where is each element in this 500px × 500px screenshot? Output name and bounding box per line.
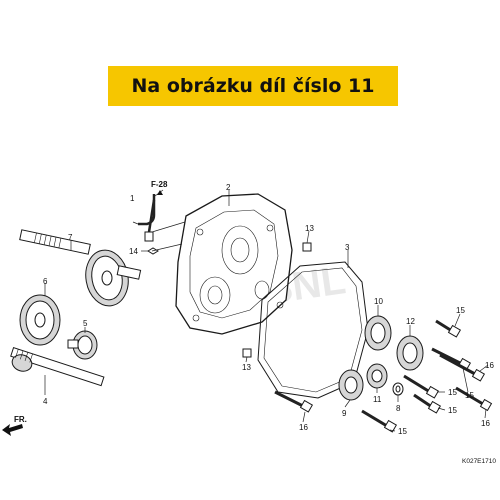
bolt-16-left xyxy=(274,390,314,413)
callout-2: 2 xyxy=(226,183,231,192)
callout-3: 3 xyxy=(345,243,350,252)
reference-code: F-28 xyxy=(151,180,168,189)
callout-15-lower: 15 xyxy=(448,388,457,397)
callout-4: 4 xyxy=(43,397,48,406)
part-9-bearing xyxy=(338,369,364,401)
bolt-16-far-right xyxy=(455,386,493,412)
reference-arrow-icon xyxy=(157,190,163,195)
callout-8: 8 xyxy=(396,404,401,413)
front-direction-label: FR. xyxy=(14,415,27,424)
callout-15-bottom: 15 xyxy=(398,427,407,436)
part-7-drive-shaft xyxy=(19,229,142,307)
callout-7: 7 xyxy=(68,233,73,242)
diagram-code: K027E1710 xyxy=(462,458,496,465)
part-number-banner: Na obrázku díl číslo 11 xyxy=(108,66,398,106)
part-8-washer xyxy=(392,382,404,396)
callout-11: 11 xyxy=(373,395,382,404)
callout-10: 10 xyxy=(374,297,383,306)
bolt-16-right xyxy=(439,353,486,382)
bolt-15-bottom xyxy=(361,409,398,433)
leader-lines xyxy=(44,189,489,432)
callout-16-left: 16 xyxy=(299,423,308,432)
callout-15-bottom-right: 15 xyxy=(448,406,457,415)
callout-16-far-right: 16 xyxy=(481,419,490,428)
part-13-dowel-lower xyxy=(242,348,252,358)
part-11-bearing xyxy=(366,363,388,389)
callout-15-top: 15 xyxy=(456,306,465,315)
callout-14: 14 xyxy=(129,247,138,256)
front-direction-arrow-icon xyxy=(2,424,23,436)
bolt-15-bottom-right xyxy=(413,393,442,414)
bolt-15-top xyxy=(435,319,462,338)
bolt-15-lower xyxy=(403,374,440,399)
part-12-oil-seal xyxy=(396,335,424,371)
part-3-gasket xyxy=(257,261,369,399)
part-6-gear xyxy=(19,294,61,346)
callout-1: 1 xyxy=(130,194,135,203)
callout-16-right: 16 xyxy=(485,361,494,370)
callout-6: 6 xyxy=(43,277,48,286)
banner-text: Na obrázku díl číslo 11 xyxy=(131,75,375,97)
callout-5: 5 xyxy=(83,319,88,328)
part-5-pinion xyxy=(67,330,98,360)
callout-12: 12 xyxy=(406,317,415,326)
callout-9: 9 xyxy=(342,409,347,418)
part-4-output-shaft xyxy=(10,347,105,387)
callout-13-upper: 13 xyxy=(305,224,314,233)
part-14-clip xyxy=(141,247,159,255)
callout-13-lower: 13 xyxy=(242,363,251,372)
callout-15-mid: 15 xyxy=(465,391,474,400)
bolts xyxy=(274,319,493,433)
part-2-transmission-case xyxy=(175,193,293,335)
part-10-bearing xyxy=(364,315,392,351)
part-1-breather-tube xyxy=(138,194,156,242)
part-13-dowel-upper xyxy=(302,242,312,252)
